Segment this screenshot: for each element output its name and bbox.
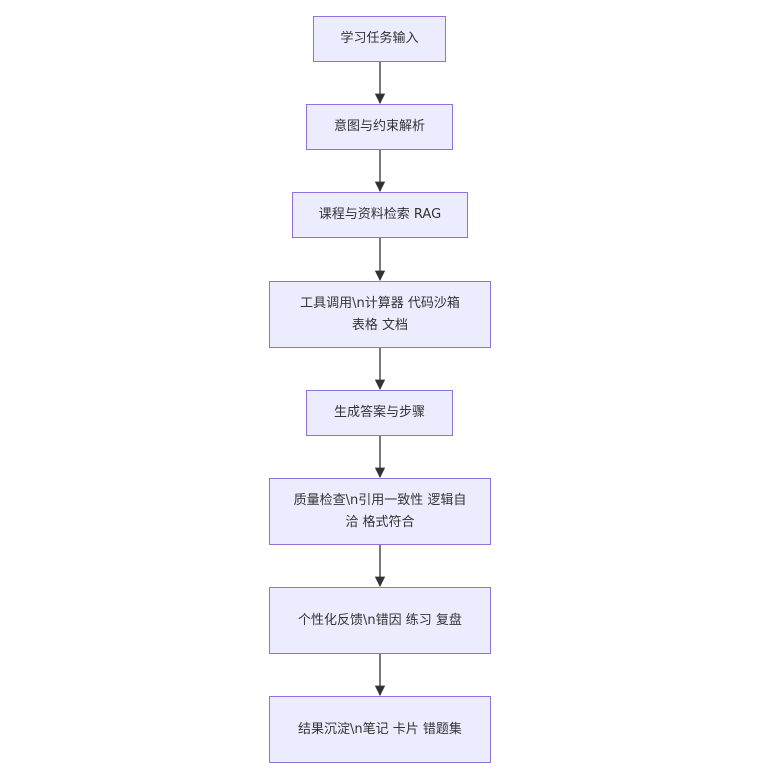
node-label: 学习任务输入 [340, 31, 419, 46]
node-personalized-feedback: 个性化反馈\n错因 练习 复盘 [269, 587, 491, 654]
node-quality-check: 质量检查\n引用一致性 逻辑自洽 格式符合 [269, 478, 491, 545]
node-label: 课程与资料检索 RAG [318, 207, 442, 222]
node-label: 质量检查\n引用一致性 逻辑自洽 格式符合 [293, 492, 467, 530]
node-generate-answer-steps: 生成答案与步骤 [306, 390, 453, 436]
node-course-retrieval-rag: 课程与资料检索 RAG [292, 192, 468, 238]
node-intent-constraint-parsing: 意图与约束解析 [306, 104, 453, 150]
node-label: 意图与约束解析 [333, 119, 425, 134]
node-label: 个性化反馈\n错因 练习 复盘 [298, 612, 462, 628]
node-tool-calling: 工具调用\n计算器 代码沙箱 表格 文档 [269, 281, 491, 348]
node-label: 工具调用\n计算器 代码沙箱 表格 文档 [300, 295, 460, 333]
node-label: 生成答案与步骤 [333, 405, 425, 420]
node-learning-task-input: 学习任务输入 [313, 16, 446, 62]
node-label: 结果沉淀\n笔记 卡片 错题集 [298, 721, 462, 737]
node-result-archiving: 结果沉淀\n笔记 卡片 错题集 [269, 696, 491, 763]
